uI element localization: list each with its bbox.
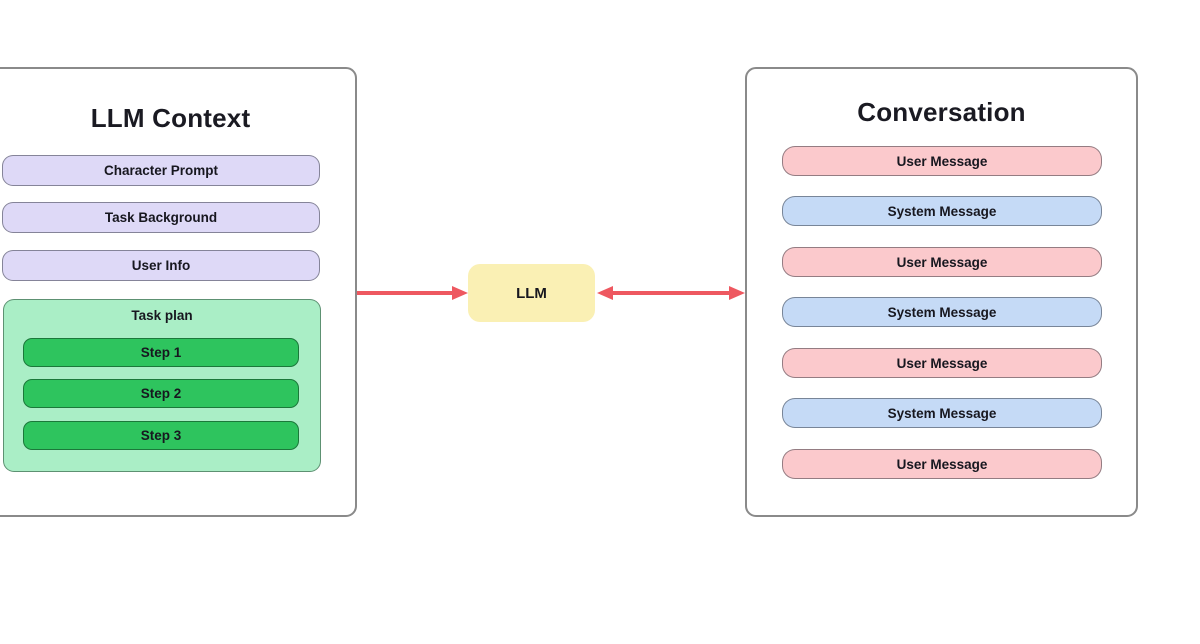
message-user-3: User Message <box>782 348 1102 378</box>
task-plan-group: Task plan Step 1 Step 2 Step 3 <box>3 299 321 472</box>
arrowhead-right-icon <box>452 285 468 300</box>
arrowhead-right-icon <box>729 285 745 300</box>
llm-context-title: LLM Context <box>90 103 251 133</box>
conversation-panel: Conversation User Message System Message… <box>745 67 1138 517</box>
message-user-2: User Message <box>782 247 1102 277</box>
task-plan-step-3: Step 3 <box>23 421 299 450</box>
message-system-1: System Message <box>782 196 1102 226</box>
conversation-title: Conversation <box>857 97 1026 127</box>
task-plan-step-1: Step 1 <box>23 338 299 367</box>
context-item-task-background: Task Background <box>2 202 320 233</box>
arrow-context-to-llm <box>357 285 468 300</box>
message-user-4: User Message <box>782 449 1102 479</box>
task-plan-step-2: Step 2 <box>23 379 299 408</box>
task-plan-title: Task plan <box>131 308 193 323</box>
message-user-1: User Message <box>782 146 1102 176</box>
context-item-character-prompt: Character Prompt <box>2 155 320 186</box>
message-system-2: System Message <box>782 297 1102 327</box>
message-system-3: System Message <box>782 398 1102 428</box>
context-item-user-info: User Info <box>2 250 320 281</box>
arrow-llm-conversation-bidirectional <box>597 285 745 300</box>
llm-context-panel: LLM Context Character Prompt Task Backgr… <box>0 67 357 517</box>
llm-node: LLM <box>468 264 595 322</box>
arrowhead-left-icon <box>597 285 613 300</box>
